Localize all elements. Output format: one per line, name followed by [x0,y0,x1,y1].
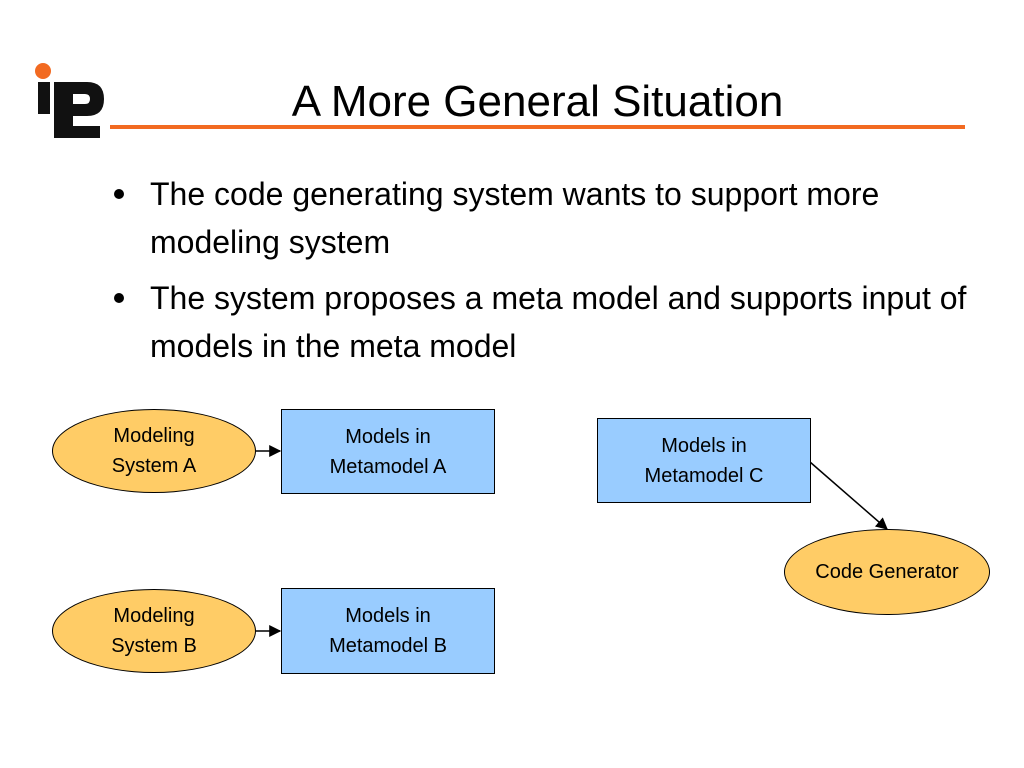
bullet-icon [114,189,124,199]
bullet-icon [114,293,124,303]
models-metamodel-b-label: Models in Metamodel B [329,605,447,657]
code-generator-label: Code Generator [815,561,959,583]
bullet-text: The system proposes a meta model and sup… [150,280,967,364]
modeling-system-b-node: Modeling System B [52,589,256,673]
models-metamodel-b-node: Models in Metamodel B [281,588,495,674]
modeling-system-b-label: Modeling System B [111,605,197,657]
bullet-item: The system proposes a meta model and sup… [110,274,990,370]
logo-orange-dot [35,63,51,79]
bullet-item: The code generating system wants to supp… [110,170,990,266]
models-metamodel-c-node: Models in Metamodel C [597,418,811,503]
logo-lp-mark [54,82,104,138]
edge-metamodel-c-to-code-generator [809,461,888,530]
modeling-system-a-label: Modeling System A [111,425,197,477]
title-underline [110,125,965,129]
bullet-text: The code generating system wants to supp… [150,176,880,260]
bullet-list: The code generating system wants to supp… [110,170,990,378]
models-metamodel-a-label: Models in Metamodel A [329,425,447,478]
ilp-logo [35,63,104,138]
code-generator-node: Code Generator [784,529,990,615]
slide-title: A More General Situation [291,77,784,126]
models-metamodel-a-node: Models in Metamodel A [281,409,495,494]
models-metamodel-c-label: Models in Metamodel C [644,434,764,487]
logo-i-stem [38,82,50,114]
modeling-system-a-node: Modeling System A [52,409,256,493]
